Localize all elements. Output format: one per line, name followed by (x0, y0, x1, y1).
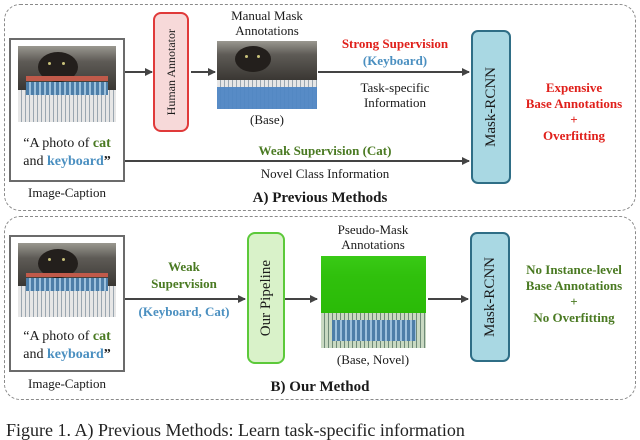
figure-caption-fragment: Figure 1. A) Previous Methods: Learn tas… (6, 420, 465, 440)
strong-supervision-keyword: (Keyboard) (362, 53, 428, 68)
pseudo-mask-image (321, 256, 426, 348)
image-caption-label-a: Image-Caption (28, 185, 106, 200)
panel-a-title: A) Previous Methods (252, 190, 388, 206)
base-label: (Base) (250, 112, 284, 127)
novel-class-info: Novel Class Information (260, 166, 390, 181)
our-pipeline-box: Our Pipeline (247, 232, 285, 364)
panel-previous-methods (4, 4, 636, 211)
result-text-a: Expensive Base Annotations + Overfitting (525, 80, 623, 143)
human-annotator-box: Human Annotator (153, 12, 189, 132)
mask-rcnn-label-b: Mask-RCNN (481, 256, 498, 337)
mask-rcnn-box-b: Mask-RCNN (470, 232, 510, 362)
mask-rcnn-label-a: Mask-RCNN (482, 66, 499, 147)
panel-b-title: B) Our Method (270, 379, 370, 395)
weak-supervision-keywords-b: (Keyboard, Cat) (138, 304, 230, 319)
image-caption-label-b: Image-Caption (28, 376, 106, 391)
caption-text-a: “A photo of cat and keyboard” (23, 136, 111, 169)
weak-supervision-label: Weak Supervision (Cat) (258, 143, 392, 158)
strong-supervision-label: Strong Supervision (341, 36, 449, 51)
mask-rcnn-box-a: Mask-RCNN (471, 30, 511, 184)
caption-text-b: “A photo of cat and keyboard” (23, 329, 111, 362)
manual-mask-image (217, 41, 317, 109)
cat-keyboard-image-b (18, 243, 116, 317)
result-text-b: No Instance-level Base Annotations + No … (525, 262, 623, 325)
human-annotator-label: Human Annotator (163, 28, 178, 116)
cat-keyboard-image-a (18, 46, 116, 122)
base-novel-label: (Base, Novel) (336, 352, 410, 367)
our-pipeline-label: Our Pipeline (257, 259, 274, 337)
panel-our-method (4, 216, 636, 400)
